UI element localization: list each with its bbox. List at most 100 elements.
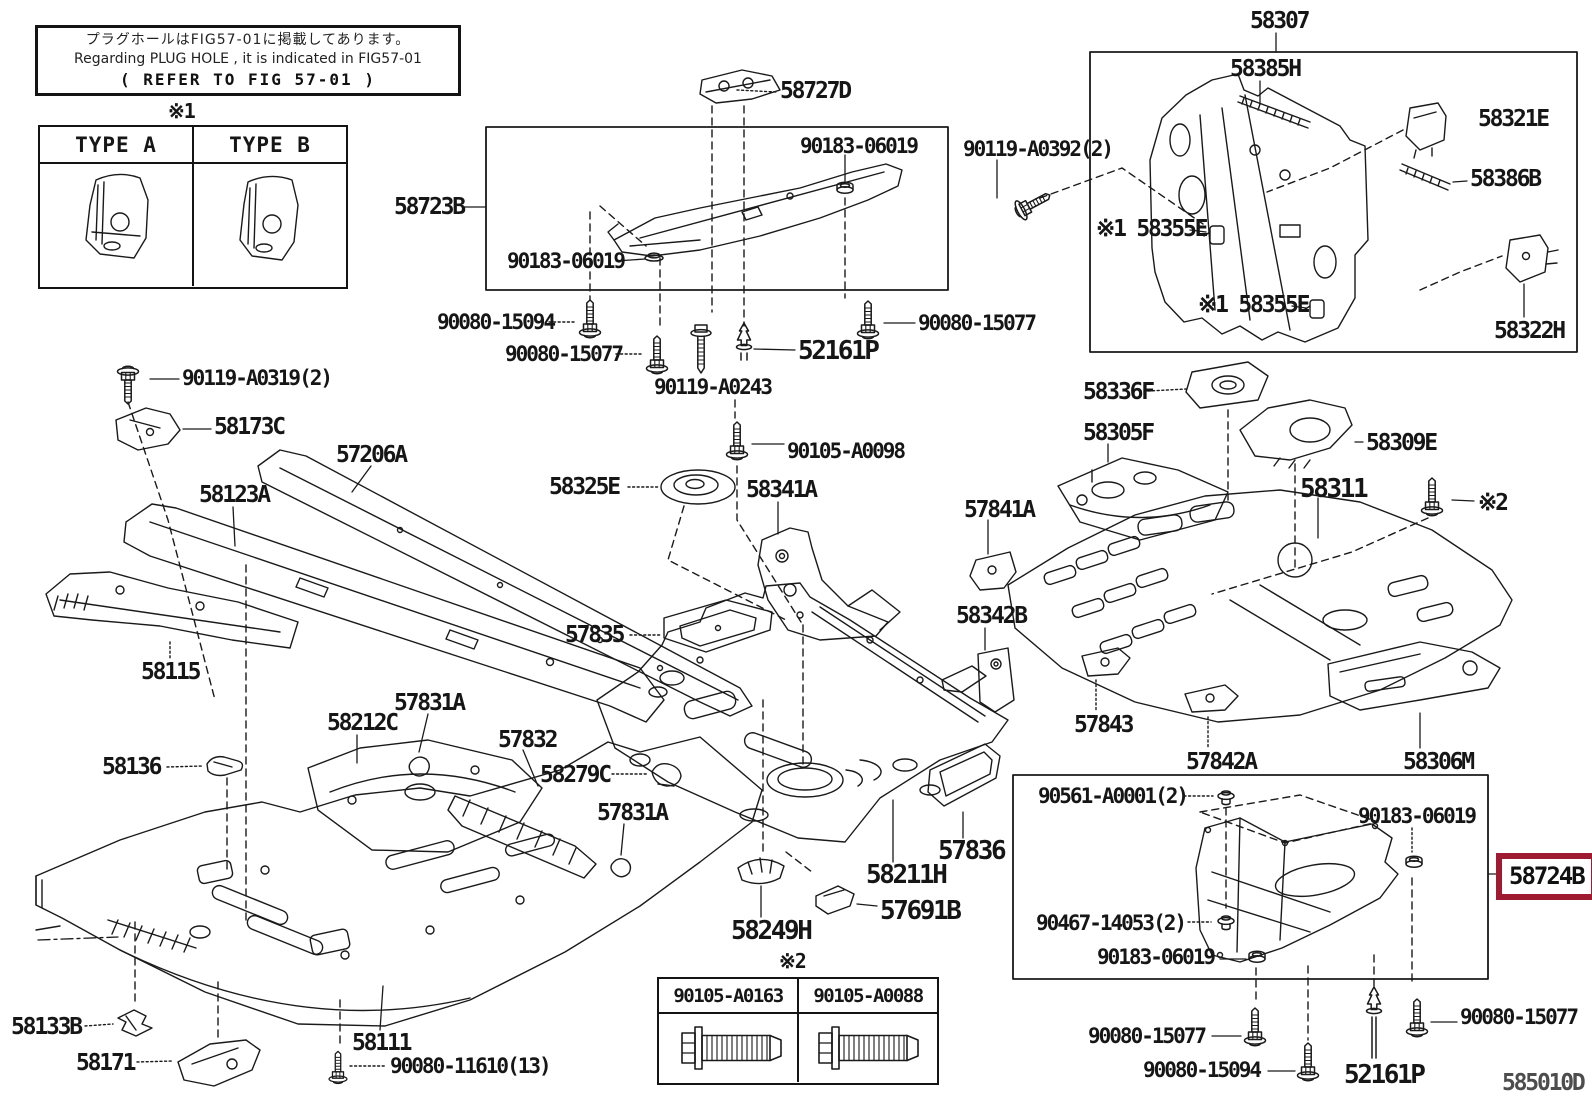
part-label-58249H: 58249H xyxy=(731,916,813,946)
note-line-japanese: プラグホールはFIG57-01に掲載してあります。 xyxy=(85,32,411,48)
bolt-table-ref-mark: ※2 xyxy=(779,949,807,973)
fin-58249H-drawing xyxy=(737,857,785,885)
part-label-58173C: 58173C xyxy=(214,414,286,440)
part-label-58309E: 58309E xyxy=(1366,430,1438,456)
part-label-57691B: 57691B xyxy=(880,896,962,926)
hidden-dashed-lines xyxy=(127,105,1503,1047)
cap-57691B-drawing xyxy=(815,885,855,915)
part-label-58211H: 58211H xyxy=(866,860,948,890)
rear-floor-pan-58311-drawing xyxy=(1007,489,1513,723)
centerline xyxy=(37,936,119,941)
bracket-58322H-drawing xyxy=(1505,234,1559,283)
clip-52161P-bottom xyxy=(1365,986,1383,1059)
clip-52161P-top xyxy=(735,322,753,361)
cowl-panel-58723B-drawing xyxy=(607,163,903,257)
brace-58385H-drawing xyxy=(1237,95,1311,129)
part-label-57836: 57836 xyxy=(938,836,1007,866)
part-label-57843: 57843 xyxy=(1074,712,1134,738)
part-label-58136: 58136 xyxy=(102,754,162,780)
clip-57831A-upper xyxy=(408,756,430,777)
cowl-panel-box xyxy=(485,126,949,291)
member-58306M-drawing xyxy=(1327,641,1501,711)
plug-58355E-2 xyxy=(1303,299,1325,319)
rail-57832-drawing xyxy=(447,795,597,879)
part-label-57842A: 57842A xyxy=(1186,749,1258,775)
note-line-english: Regarding PLUG HOLE , it is indicated in… xyxy=(74,51,422,67)
part-label-57831A-upper: 57831A xyxy=(394,690,466,716)
part-label-57841A: 57841A xyxy=(964,497,1036,523)
part-label-58355E-2: ※1 58355E xyxy=(1198,292,1310,318)
part-label-58306M: 58306M xyxy=(1403,749,1475,775)
bolt-cell-90105-A0163 xyxy=(659,1014,799,1082)
part-label-58115: 58115 xyxy=(141,659,201,685)
part-label-58133B: 58133B xyxy=(11,1014,83,1040)
type-table-ref-mark: ※1 xyxy=(168,99,196,123)
floor-side-panel-58212C-drawing xyxy=(307,739,543,853)
bolt-cell-90105-A0088 xyxy=(799,1014,937,1082)
bracket-57842A-drawing xyxy=(1184,684,1239,713)
part-label-58305F: 58305F xyxy=(1083,420,1155,446)
part-label-90183-06019-a: 90183-06019 xyxy=(800,134,919,158)
part-label-57832: 57832 xyxy=(498,727,558,753)
part-label-90080-11610: 90080-11610(13) xyxy=(390,1054,552,1078)
part-label-58111: 58111 xyxy=(352,1030,412,1056)
type-a-header: TYPE A xyxy=(40,127,194,162)
part-label-58123A: 58123A xyxy=(199,482,271,508)
part-label-90183-06019-c: 90183-06019 xyxy=(1358,804,1477,828)
part-label-ref2-bolt: ※2 xyxy=(1478,490,1509,516)
clip-58279C-drawing xyxy=(651,762,682,787)
part-label-90119-A0319: 90119-A0319(2) xyxy=(182,366,333,390)
diagram-code: 585010D xyxy=(1502,1070,1586,1096)
under-cover-box xyxy=(1012,774,1489,980)
bolt-variant-table: 90105-A0163 90105-A0088 xyxy=(657,977,939,1085)
part-label-90080-15077-a: 90080-15077 xyxy=(505,342,624,366)
part-label-58321E: 58321E xyxy=(1478,106,1550,132)
part-label-90080-15077-c: 90080-15077 xyxy=(1088,1024,1207,1048)
bolt-header-90105-A0088: 90105-A0088 xyxy=(813,984,924,1007)
plate-57835-drawing xyxy=(663,599,773,653)
part-label-90080-15094-a: 90080-15094 xyxy=(437,310,556,334)
highlighted-part-58724B: 58724B xyxy=(1496,853,1592,900)
part-label-57831A-lower: 57831A xyxy=(597,800,669,826)
part-label-90183-06019-d: 90183-06019 xyxy=(1097,945,1216,969)
bracket-58341A-drawing xyxy=(757,527,901,641)
part-label-58325E: 58325E xyxy=(549,474,621,500)
brace-58386B-drawing xyxy=(1399,163,1451,191)
part-label-90119-A0392: 90119-A0392(2) xyxy=(963,137,1114,161)
type-b-cell xyxy=(194,164,346,286)
brace-58115-drawing xyxy=(45,571,299,649)
part-label-90105-A0098: 90105-A0098 xyxy=(787,439,906,463)
part-label-57835: 57835 xyxy=(565,622,625,648)
bracket-57841A-drawing xyxy=(969,551,1017,591)
dash-panel-box xyxy=(1089,51,1578,353)
plate-58305F-drawing xyxy=(1057,457,1229,541)
type-table: TYPE A TYPE B xyxy=(38,125,348,289)
cowl-brace-58727D-drawing xyxy=(699,69,781,104)
bracket-58342B-drawing xyxy=(941,647,1015,713)
plate-58336F-drawing xyxy=(1185,361,1269,409)
part-label-58727D: 58727D xyxy=(780,78,852,104)
front-floor-pan-58111-drawing xyxy=(35,736,763,1027)
part-label-57206A: 57206A xyxy=(336,442,408,468)
part-label-90080-15077-b: 90080-15077 xyxy=(918,311,1037,335)
part-label-58355E-1: ※1 58355E xyxy=(1096,216,1208,242)
leader-lines xyxy=(149,32,1525,1072)
part-label-58279C: 58279C xyxy=(540,762,612,788)
rail-58123A-drawing xyxy=(123,503,665,723)
dash-panel-58307-drawing xyxy=(1149,73,1369,343)
plug-58355E-1 xyxy=(1203,225,1225,245)
plug-hole-note-box: プラグホールはFIG57-01に掲載してあります。 Regarding PLUG… xyxy=(35,25,461,96)
part-label-52161P-a: 52161P xyxy=(798,336,880,366)
part-label-58212C: 58212C xyxy=(327,710,399,736)
part-label-58322H: 58322H xyxy=(1494,318,1566,344)
part-label-90467-14053: 90467-14053(2) xyxy=(1036,911,1187,935)
part-label-58342B: 58342B xyxy=(956,603,1028,629)
part-label-58386B: 58386B xyxy=(1470,166,1542,192)
plate-57836-drawing xyxy=(927,743,1001,807)
center-floor-pan-58211H-drawing xyxy=(596,582,1009,843)
type-a-cell xyxy=(40,164,194,286)
part-label-90183-06019-b: 90183-06019 xyxy=(507,249,626,273)
rail-57206A-drawing xyxy=(257,449,753,717)
clip-58136-drawing xyxy=(206,755,244,777)
